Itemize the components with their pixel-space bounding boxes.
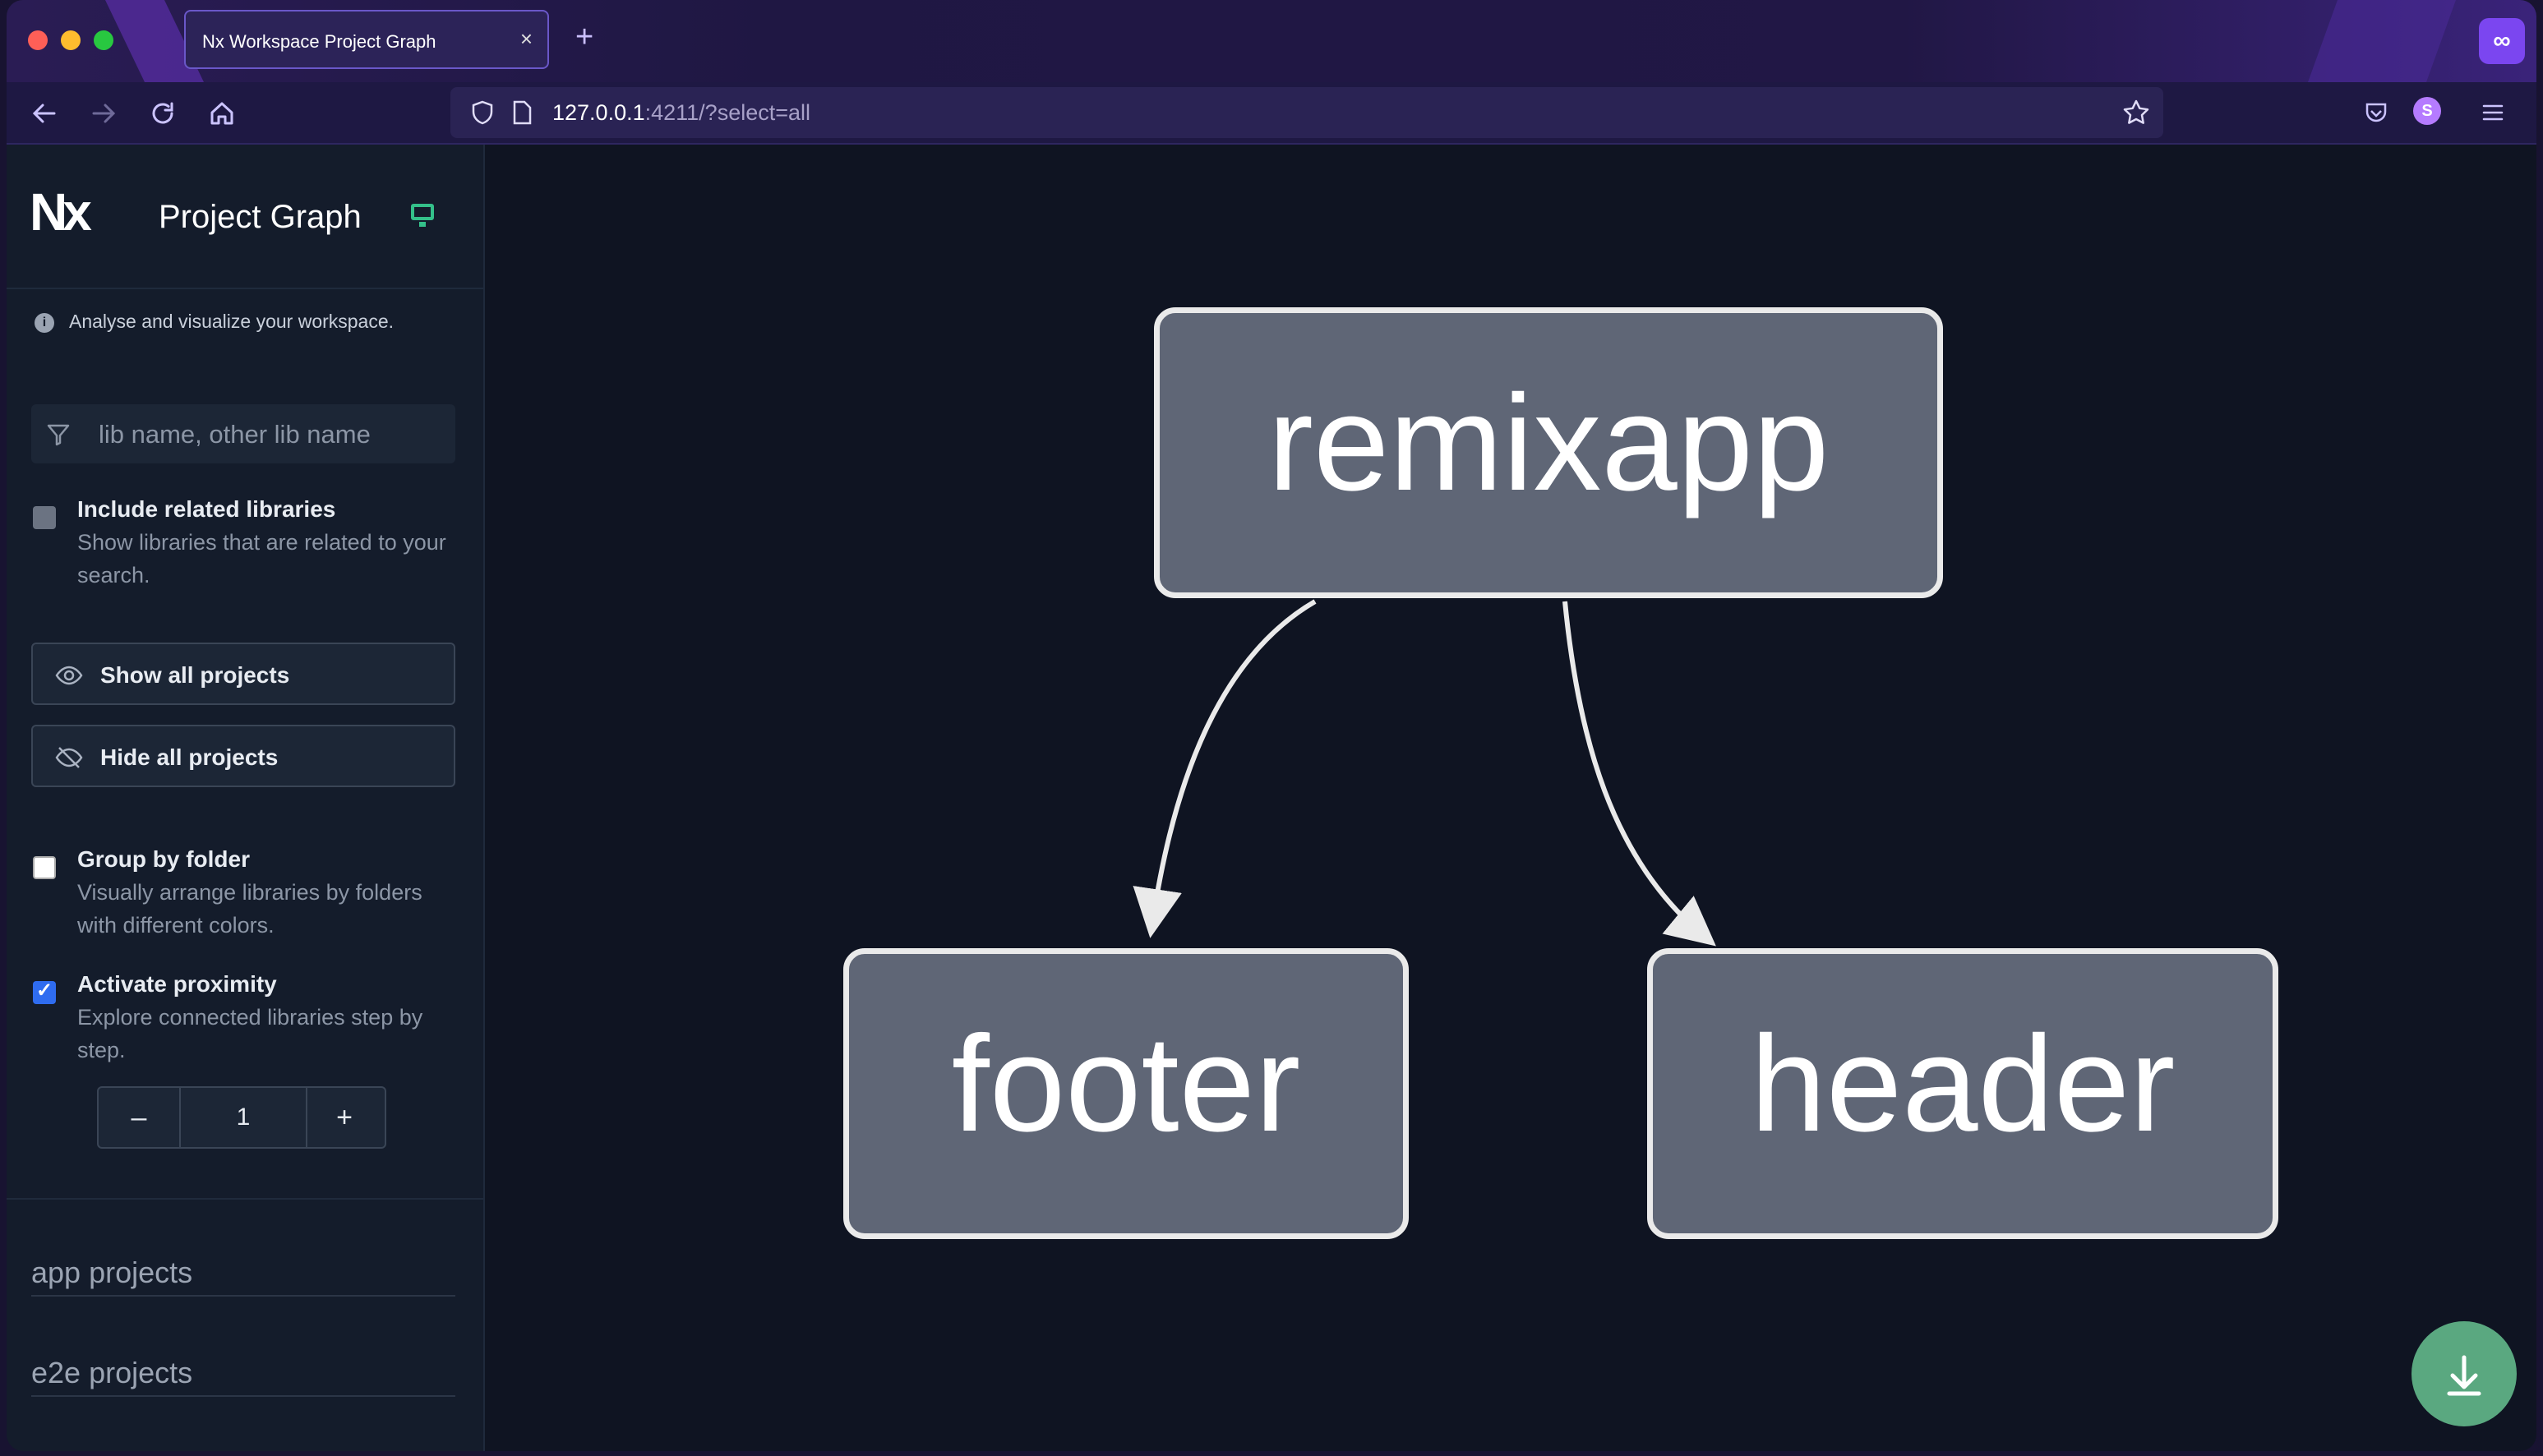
nx-logo: Nx [30, 182, 92, 242]
activate-proximity-checkbox[interactable] [33, 979, 56, 1004]
group-by-folder-label[interactable]: Group by folder [77, 846, 250, 872]
tab-title: Nx Workspace Project Graph [202, 31, 436, 52]
download-button[interactable] [2411, 1321, 2517, 1426]
page-icon [513, 100, 532, 125]
info-text: Analyse and visualize your workspace. [69, 311, 395, 332]
activate-proximity-description: Explore connected libraries step by step… [77, 1005, 423, 1062]
node-label: remixapp [1267, 367, 1830, 519]
graph-node-remixapp[interactable]: remixapp [1154, 307, 1943, 598]
edge-remixapp-footer [1133, 599, 1317, 938]
title-bar: Nx Workspace Project Graph × + ∞ [7, 0, 2536, 82]
section-app-projects: app projects [31, 1256, 455, 1297]
star-icon[interactable] [2121, 97, 2152, 128]
graph-canvas[interactable]: remixapp footer header [485, 145, 2536, 1451]
url-host: 127.0.0.1 [552, 100, 645, 125]
browser-tab[interactable]: Nx Workspace Project Graph × [184, 10, 549, 69]
proximity-value[interactable]: 1 [179, 1088, 307, 1147]
graph-edges [1133, 599, 1716, 947]
nav-bar: 127.0.0.1:4211/?select=all S [7, 82, 2536, 145]
shield-icon[interactable] [468, 99, 496, 127]
eye-icon [55, 666, 83, 685]
hide-all-projects-label: Hide all projects [100, 744, 279, 770]
home-button[interactable] [204, 95, 240, 131]
graph-node-header[interactable]: header [1647, 948, 2278, 1239]
increment-button[interactable]: + [336, 1102, 353, 1133]
graph-node-footer[interactable]: footer [843, 948, 1409, 1239]
close-window-button[interactable] [28, 30, 48, 50]
sidebar: Nx Project Graph i Analyse and visualize … [7, 145, 485, 1451]
proximity-stepper: – 1 + [97, 1086, 386, 1149]
activate-proximity-label[interactable]: Activate proximity [77, 971, 277, 997]
divider [7, 1198, 483, 1200]
back-button[interactable] [26, 95, 62, 131]
reload-button[interactable] [145, 95, 181, 131]
download-icon [2447, 1355, 2481, 1396]
group-by-folder-description: Visually arrange libraries by folders wi… [77, 880, 422, 938]
arrow-left-icon [32, 104, 56, 123]
show-all-projects-label: Show all projects [100, 662, 290, 688]
forward-button[interactable] [85, 95, 122, 131]
hamburger-icon[interactable] [2477, 97, 2508, 128]
filter-input[interactable] [97, 416, 445, 454]
minimize-window-button[interactable] [61, 30, 81, 50]
node-label: footer [951, 1008, 1301, 1160]
app-title: Project Graph [159, 199, 362, 235]
url-bar[interactable]: 127.0.0.1:4211/?select=all [450, 87, 2163, 138]
node-label: header [1750, 1008, 2176, 1160]
edge-remixapp-header [1562, 601, 1716, 947]
arrow-right-icon [92, 104, 116, 123]
hide-all-projects-button[interactable]: Hide all projects [31, 725, 455, 787]
decrement-button[interactable]: – [131, 1102, 147, 1133]
browser-window: Nx Workspace Project Graph × + ∞ 127.0.0… [7, 0, 2536, 1451]
new-tab-button[interactable]: + [575, 20, 594, 54]
maximize-window-button[interactable] [94, 30, 113, 50]
titlebar-decoration [2308, 0, 2456, 82]
include-related-description: Show libraries that are related to your … [77, 530, 446, 587]
info-row: i Analyse and visualize your workspace. [35, 311, 394, 333]
divider [7, 288, 483, 289]
section-e2e-projects: e2e projects [31, 1356, 455, 1397]
project-filter [31, 404, 455, 463]
eye-off-icon [55, 747, 83, 768]
info-icon: i [35, 312, 54, 333]
url-path: :4211/?select=all [644, 100, 811, 125]
group-by-folder-checkbox[interactable] [33, 856, 56, 879]
filter-icon [47, 424, 70, 446]
show-all-projects-button[interactable]: Show all projects [31, 643, 455, 705]
close-tab-icon[interactable]: × [519, 26, 533, 51]
include-related-checkbox[interactable] [33, 506, 56, 529]
home-icon [210, 102, 233, 125]
extension-button[interactable]: ∞ [2479, 18, 2525, 64]
profile-avatar[interactable]: S [2413, 97, 2441, 125]
include-related-label[interactable]: Include related libraries [77, 496, 336, 522]
monitor-icon[interactable] [411, 204, 434, 227]
reload-icon [152, 102, 173, 124]
url-text[interactable]: 127.0.0.1:4211/?select=all [552, 100, 810, 126]
pocket-icon[interactable] [2361, 97, 2392, 128]
